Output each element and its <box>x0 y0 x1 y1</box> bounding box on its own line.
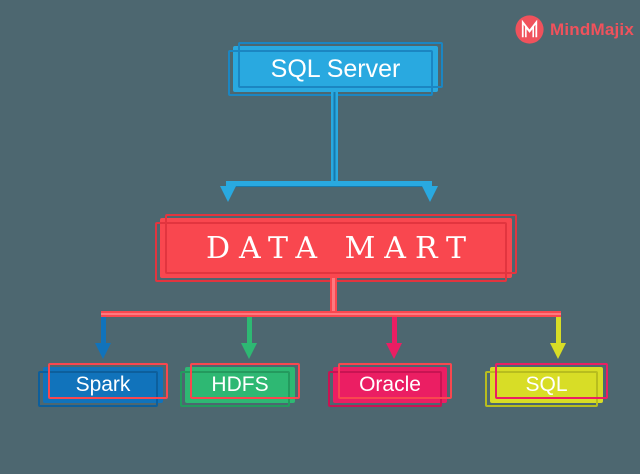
arrowhead-spark-icon <box>95 343 111 359</box>
arrow-to-sql-stem <box>555 317 561 343</box>
arrowhead-left-down-icon <box>220 186 236 202</box>
arrowhead-oracle-icon <box>386 343 402 359</box>
node-sql-server: SQL Server <box>233 46 438 92</box>
brand-name: MindMajix <box>550 19 634 39</box>
connector-top-vertical <box>331 92 338 182</box>
arrowhead-hdfs-icon <box>241 343 257 359</box>
arrow-to-oracle <box>386 317 402 359</box>
arrowhead-right-down-icon <box>422 186 438 202</box>
arrow-to-hdfs-stem <box>246 317 252 343</box>
node-oracle: Oracle <box>333 367 447 403</box>
node-data-mart: DATA MART <box>160 218 512 278</box>
arrow-to-hdfs <box>241 317 257 359</box>
arrow-to-spark <box>95 317 111 359</box>
node-data-mart-label: DATA MART <box>205 230 476 266</box>
arrow-to-spark-stem <box>100 317 106 343</box>
node-sql: SQL <box>490 367 603 403</box>
node-spark-label: Spark <box>75 373 131 396</box>
connector-distribution-bar <box>101 311 561 317</box>
node-sql-label: SQL <box>525 373 568 396</box>
node-oracle-label: Oracle <box>359 373 421 396</box>
brand-logo: MindMajix <box>514 13 634 46</box>
connector-mid-vertical <box>330 278 337 314</box>
node-spark: Spark <box>43 367 163 403</box>
mindmajix-m-icon <box>515 15 544 44</box>
connector-top-horizontal <box>226 181 432 187</box>
node-hdfs-label: HDFS <box>211 373 269 396</box>
node-hdfs: HDFS <box>185 367 295 403</box>
arrowhead-sql-icon <box>550 343 566 359</box>
arrow-to-sql <box>550 317 566 359</box>
node-sql-server-label: SQL Server <box>270 54 401 83</box>
arrow-to-oracle-stem <box>391 317 397 343</box>
